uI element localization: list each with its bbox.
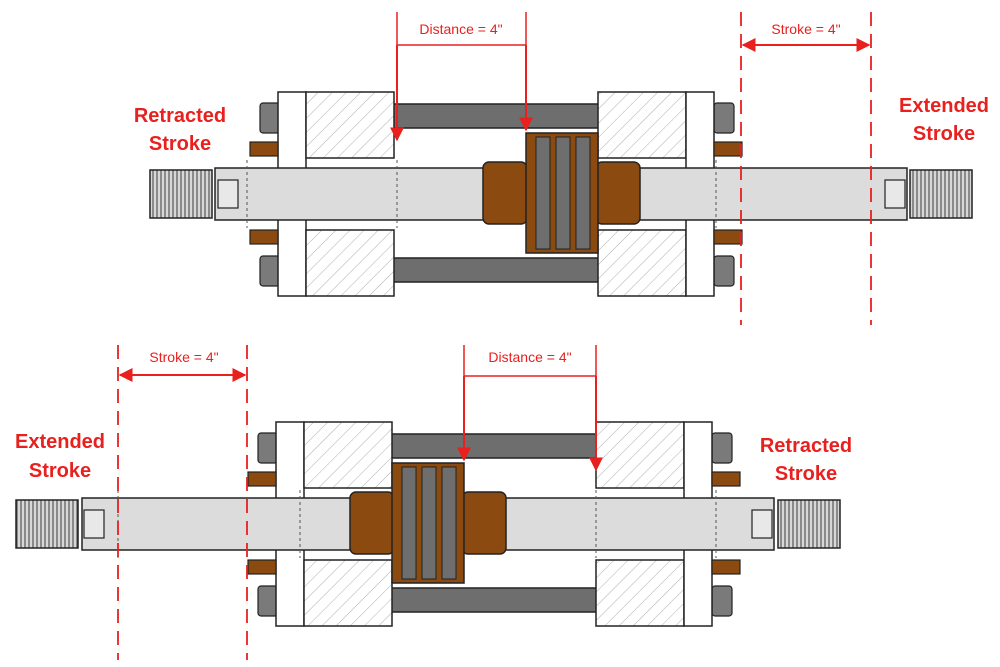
bottom-left-label-line2: Stroke — [29, 460, 91, 482]
top-stroke-label: Stroke = 4" — [771, 21, 840, 37]
bottom-annotations — [117, 345, 603, 660]
bottom-distance-label: Distance = 4" — [488, 349, 571, 365]
top-rod-flat-left — [217, 179, 239, 209]
top-rod-thread-left — [149, 169, 213, 219]
bottom-rod-flat-left — [83, 509, 105, 539]
bottom-rod-thread-left — [15, 499, 79, 549]
bottom-piston — [349, 462, 507, 584]
bottom-rod-flat-right — [751, 509, 773, 539]
bottom-right-label-line2: Stroke — [775, 463, 837, 485]
top-rod-flat-right — [884, 179, 906, 209]
top-right-label-line2: Stroke — [913, 123, 975, 145]
bottom-left-label-line1: Extended — [15, 431, 105, 453]
bottom-tie-rod-lower — [390, 587, 598, 613]
top-assembly: Distance = 4" Stroke = 4" Retracted Stro… — [134, 12, 989, 325]
top-tie-rod-lower — [392, 257, 600, 283]
top-left-label-line1: Retracted — [134, 105, 226, 127]
bottom-stroke-label: Stroke = 4" — [149, 349, 218, 365]
bottom-rod-thread-right — [777, 499, 841, 549]
top-rod-thread-right — [909, 169, 973, 219]
bottom-right-label-line1: Retracted — [760, 435, 852, 457]
top-right-label-line1: Extended — [899, 95, 989, 117]
top-annotations — [390, 12, 872, 325]
top-piston — [482, 132, 641, 254]
bottom-tie-rod-upper — [390, 433, 598, 459]
bottom-assembly: Distance = 4" Stroke = 4" Extended Strok… — [15, 345, 852, 660]
top-left-label-line2: Stroke — [149, 133, 211, 155]
top-tie-rod-upper — [392, 103, 600, 129]
top-distance-label: Distance = 4" — [419, 21, 502, 37]
